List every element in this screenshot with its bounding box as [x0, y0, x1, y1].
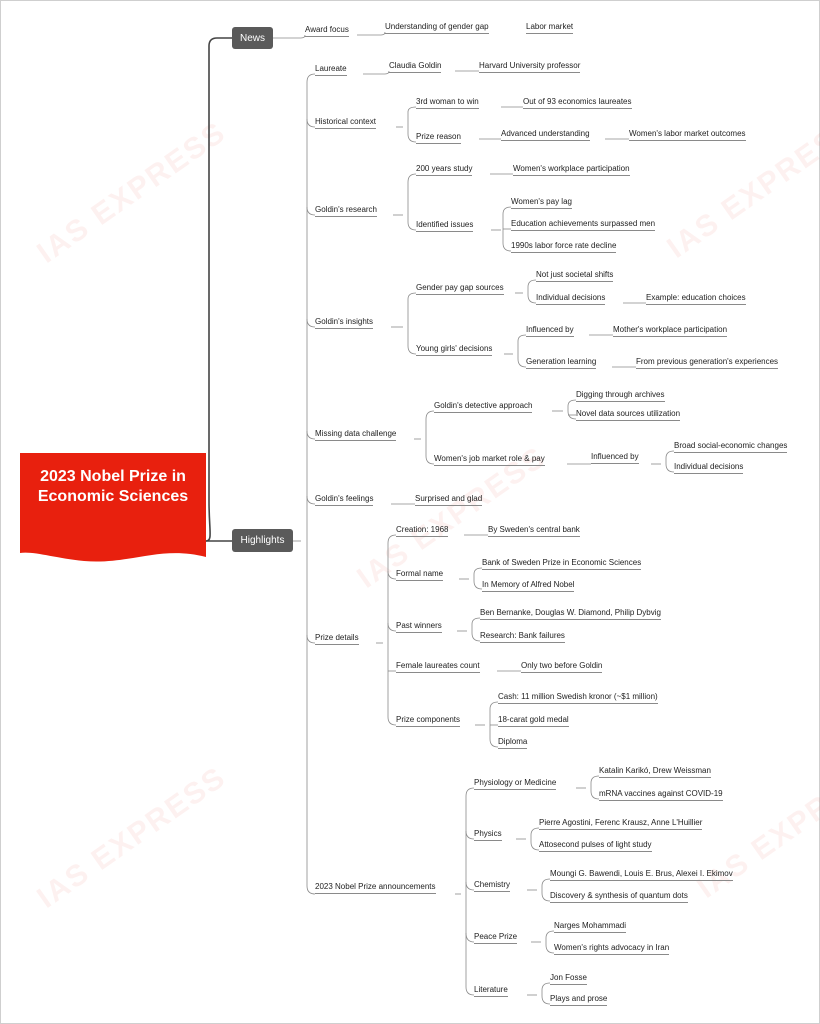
- surprised-glad-node[interactable]: Surprised and glad: [415, 494, 483, 506]
- peace-prize-node[interactable]: Peace Prize: [474, 932, 518, 944]
- mrna-vaccines-node[interactable]: mRNA vaccines against COVID-19: [599, 789, 723, 801]
- archives-node[interactable]: Digging through archives: [576, 390, 665, 402]
- 200-years-node[interactable]: 200 years study: [416, 164, 473, 176]
- detective-approach-node[interactable]: Goldin's detective approach: [434, 401, 533, 413]
- root-node[interactable]: 2023 Nobel Prize in Economic Sciences: [20, 453, 208, 568]
- jon-fosse-node[interactable]: Jon Fosse: [550, 973, 587, 985]
- workplace-participation-node[interactable]: Women's workplace participation: [513, 164, 630, 176]
- not-just-societal-node[interactable]: Not just societal shifts: [536, 270, 614, 282]
- prize-reason-node[interactable]: Prize reason: [416, 132, 461, 144]
- education-choices-node[interactable]: Example: education choices: [646, 293, 746, 305]
- highlights-node[interactable]: Highlights: [232, 529, 293, 552]
- plays-prose-node[interactable]: Plays and prose: [550, 994, 608, 1006]
- influenced-by-node[interactable]: Influenced by: [526, 325, 574, 337]
- third-woman-node[interactable]: 3rd woman to win: [416, 97, 479, 109]
- out-of-93-node[interactable]: Out of 93 economics laureates: [523, 97, 632, 109]
- mother-participation-node[interactable]: Mother's workplace participation: [613, 325, 728, 337]
- award-focus-node[interactable]: Award focus: [305, 25, 349, 37]
- formal-name-node[interactable]: Formal name: [396, 569, 444, 581]
- bank-failures-node[interactable]: Research: Bank failures: [480, 631, 565, 643]
- creation-1968-node[interactable]: Creation: 1968: [396, 525, 449, 537]
- female-count-node[interactable]: Female laureates count: [396, 661, 480, 673]
- previous-generation-node[interactable]: From previous generation's experiences: [636, 357, 779, 369]
- physics-node[interactable]: Physics: [474, 829, 502, 841]
- news-node[interactable]: News: [232, 27, 273, 49]
- labor-decline-node[interactable]: 1990s labor force rate decline: [511, 241, 617, 253]
- individual-decisions-node[interactable]: Individual decisions: [536, 293, 606, 305]
- chemistry-node[interactable]: Chemistry: [474, 880, 511, 892]
- root-banner-shape: [20, 453, 206, 562]
- broad-changes-node[interactable]: Broad social-economic changes: [674, 441, 788, 453]
- individual-decisions-node[interactable]: Individual decisions: [674, 462, 744, 474]
- goldins-research-node[interactable]: Goldin's research: [315, 205, 377, 217]
- bernanke-node[interactable]: Ben Bernanke, Douglas W. Diamond, Philip…: [480, 608, 661, 620]
- bank-prize-name-node[interactable]: Bank of Sweden Prize in Economic Science…: [482, 558, 642, 570]
- root-title: 2023 Nobel Prize in Economic Sciences: [37, 468, 189, 505]
- gold-medal-node[interactable]: 18-carat gold medal: [498, 715, 569, 727]
- agostini-node[interactable]: Pierre Agostini, Ferenc Krausz, Anne L'H…: [539, 818, 703, 830]
- labor-outcomes-node[interactable]: Women's labor market outcomes: [629, 129, 746, 141]
- only-two-node[interactable]: Only two before Goldin: [521, 661, 603, 673]
- past-winners-node[interactable]: Past winners: [396, 621, 442, 633]
- announcements-node[interactable]: 2023 Nobel Prize announcements: [315, 882, 436, 894]
- attosecond-node[interactable]: Attosecond pulses of light study: [539, 840, 652, 852]
- education-surpassed-node[interactable]: Education achievements surpassed men: [511, 219, 656, 231]
- laureate-node[interactable]: Laureate: [315, 64, 347, 76]
- influenced-by-node[interactable]: Influenced by: [591, 452, 639, 464]
- missing-data-node[interactable]: Missing data challenge: [315, 429, 397, 441]
- gender-gap-node[interactable]: Understanding of gender gap: [385, 22, 489, 34]
- goldins-feelings-node[interactable]: Goldin's feelings: [315, 494, 374, 506]
- prize-components-node[interactable]: Prize components: [396, 715, 461, 727]
- generation-learning-node[interactable]: Generation learning: [526, 357, 597, 369]
- job-market-role-node[interactable]: Women's job market role & pay: [434, 454, 545, 466]
- identified-issues-node[interactable]: Identified issues: [416, 220, 474, 232]
- novel-sources-node[interactable]: Novel data sources utilization: [576, 409, 681, 421]
- advanced-understanding-node[interactable]: Advanced understanding: [501, 129, 590, 141]
- physiology-medicine-node[interactable]: Physiology or Medicine: [474, 778, 557, 790]
- pay-gap-sources-node[interactable]: Gender pay gap sources: [416, 283, 504, 295]
- quantum-dots-node[interactable]: Discovery & synthesis of quantum dots: [550, 891, 688, 903]
- narges-node[interactable]: Narges Mohammadi: [554, 921, 627, 933]
- memory-nobel-node[interactable]: In Memory of Alfred Nobel: [482, 580, 575, 592]
- womens-rights-node[interactable]: Women's rights advocacy in Iran: [554, 943, 670, 955]
- claudia-goldin-node[interactable]: Claudia Goldin: [389, 61, 442, 73]
- prize-details-node[interactable]: Prize details: [315, 633, 359, 645]
- kariko-weissman-node[interactable]: Katalin Karikó, Drew Weissman: [599, 766, 711, 778]
- diploma-node[interactable]: Diploma: [498, 737, 528, 749]
- young-girls-node[interactable]: Young girls' decisions: [416, 344, 493, 356]
- pay-lag-node[interactable]: Women's pay lag: [511, 197, 572, 209]
- labor-market-node[interactable]: Labor market: [526, 22, 574, 34]
- central-bank-node[interactable]: By Sweden's central bank: [488, 525, 580, 537]
- historical-context-node[interactable]: Historical context: [315, 117, 376, 129]
- literature-node[interactable]: Literature: [474, 985, 508, 997]
- bawendi-node[interactable]: Moungi G. Bawendi, Louis E. Brus, Alexei…: [550, 869, 733, 881]
- harvard-professor-node[interactable]: Harvard University professor: [479, 61, 581, 73]
- goldins-insights-node[interactable]: Goldin's insights: [315, 317, 373, 329]
- cash-node[interactable]: Cash: 11 million Swedish kronor (~$1 mil…: [498, 692, 658, 704]
